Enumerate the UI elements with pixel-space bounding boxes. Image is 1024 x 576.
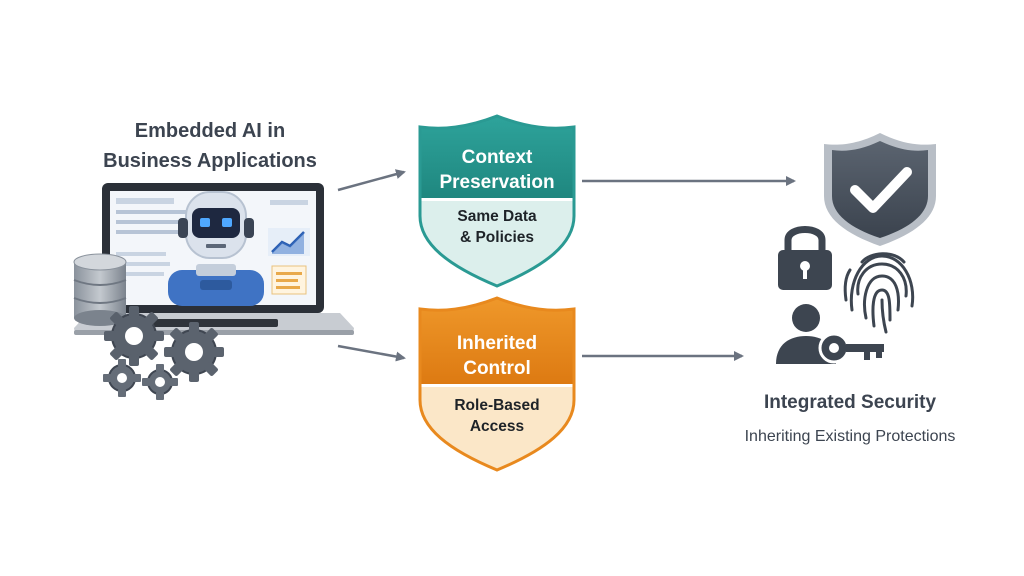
chart-icon [268,228,310,256]
source-title-line2: Business Applications [103,150,317,172]
control-shield-labels: Inherited Control Role-Based Access [420,0,574,576]
source-title-line1: Embedded AI in [134,120,286,142]
context-shield-sub-line1: Same Data [457,208,537,225]
shield-check-icon [824,133,936,246]
inherited-control-shield [418,296,576,472]
context-shield-title-line1: Context [461,147,533,168]
arrow-source-to-context [337,169,406,192]
padlock-icon [778,226,832,290]
arrow-source-to-control [337,344,406,362]
context-shield-sub-line2: & Policies [459,229,535,246]
context-preservation-shield [418,114,576,288]
key-icon [818,332,884,364]
gears-icon [103,306,224,400]
robot-icon [168,191,264,306]
control-shield-sub-line2: Access [469,418,525,435]
fingerprint-icon [843,252,915,334]
database-icon [73,253,127,326]
result-title: Integrated Security [763,392,937,413]
control-shield-title-line2: Control [463,358,531,379]
source-title: Embedded AI in Business Applications [60,116,360,176]
control-shield-title: Inherited Control [420,331,574,381]
context-shield-subtitle: Same Data & Policies [420,206,574,248]
context-shield-labels: Context Preservation Same Data & Policie… [420,0,574,576]
control-shield-title-line1: Inherited [456,333,538,354]
control-shield-subtitle: Role-Based Access [420,395,574,437]
context-shield-title: Context Preservation [420,145,574,195]
control-shield-sub-line1: Role-Based [454,397,540,414]
context-shield-title-line2: Preservation [439,172,555,193]
result-subtitle: Inheriting Existing Protections [744,428,956,445]
